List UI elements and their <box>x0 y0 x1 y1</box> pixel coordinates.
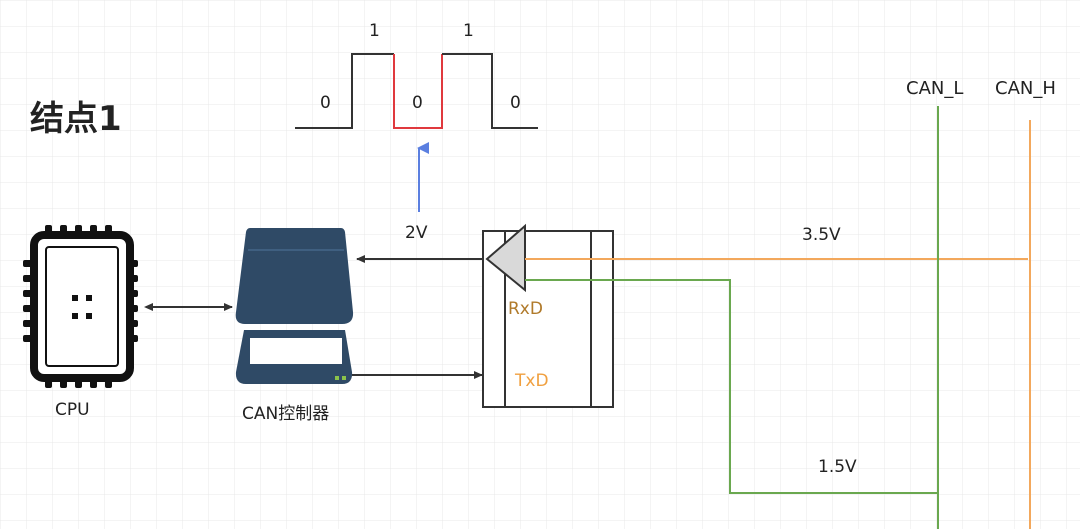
bit-label: 1 <box>369 21 380 41</box>
rxd-label: RxD <box>508 299 543 319</box>
bit-label: 1 <box>463 21 474 41</box>
can-l-signal-wire <box>525 279 938 494</box>
can-controller-label: CAN控制器 <box>242 404 329 424</box>
can-h-bus-label: CAN_H <box>995 78 1056 99</box>
cpu-chip-icon <box>23 225 138 388</box>
bit-label: 0 <box>412 93 423 113</box>
can-controller-icon <box>235 228 354 384</box>
can-l-voltage-label: 1.5V <box>818 457 857 477</box>
cpu-label: CPU <box>55 400 90 420</box>
waveform-left <box>295 53 394 129</box>
can-h-voltage-label: 3.5V <box>802 225 841 245</box>
txd-label: TxD <box>514 371 549 391</box>
voltage-2v-label: 2V <box>405 223 428 243</box>
node-title: 结点1 <box>30 99 122 139</box>
waveform-right <box>442 53 538 129</box>
bit-label: 0 <box>320 93 331 113</box>
can-l-bus-label: CAN_L <box>906 78 963 99</box>
waveform-red-bit <box>393 54 443 129</box>
can-transceiver-box <box>482 223 614 408</box>
bit-label: 0 <box>510 93 521 113</box>
